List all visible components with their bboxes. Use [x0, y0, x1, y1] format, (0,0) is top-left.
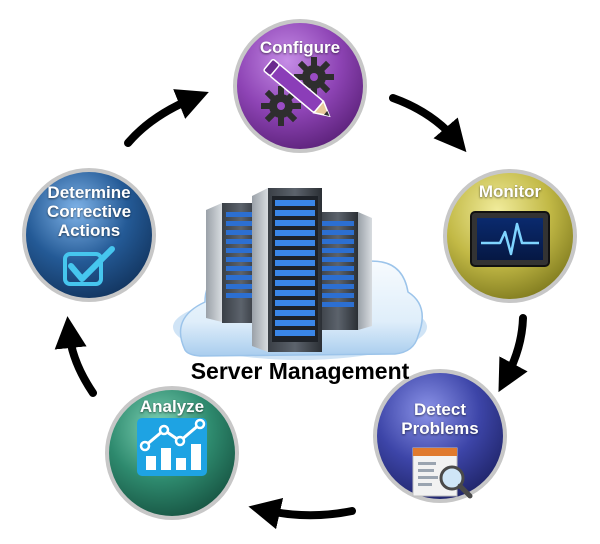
heartbeat-monitor-icon	[470, 211, 550, 267]
node-configure[interactable]	[233, 19, 367, 153]
arrow-detect-to-analyze	[248, 497, 356, 530]
server-rack-right	[318, 212, 372, 330]
node-analyze[interactable]	[105, 386, 239, 520]
server-cloud-illustration	[173, 188, 427, 360]
server-rack-center	[252, 188, 322, 352]
arrow-monitor-to-detect	[498, 314, 528, 393]
cycle-arrows	[54, 89, 528, 530]
arrow-analyze-to-determine	[54, 316, 97, 397]
arrow-determine-to-configure	[124, 89, 209, 147]
pencil-gears-icon	[261, 57, 334, 126]
node-determine-corrective-actions[interactable]	[22, 168, 156, 302]
arrow-configure-to-monitor	[389, 94, 467, 153]
node-monitor[interactable]	[443, 169, 577, 303]
checkmark-icon	[63, 246, 115, 286]
center-title: Server Management	[190, 358, 410, 384]
node-detect-problems[interactable]	[373, 369, 507, 503]
server-rack-left	[206, 203, 260, 323]
document-magnifier-icon	[412, 447, 473, 499]
bar-chart-trend-icon	[137, 418, 207, 476]
